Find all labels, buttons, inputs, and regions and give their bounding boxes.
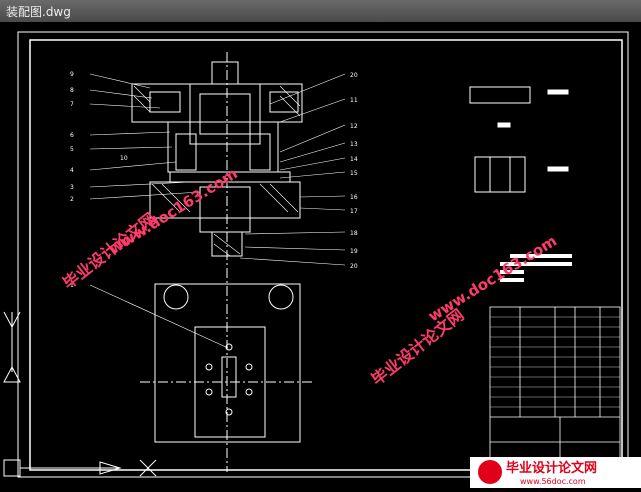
part-label: 11 bbox=[350, 97, 358, 104]
detail-views bbox=[469, 86, 569, 193]
part-labels-right: 20 11 12 13 14 15 16 17 18 19 20 bbox=[350, 72, 358, 270]
site-logo: 毕业设计论文网 www.56doc.com bbox=[470, 457, 641, 488]
window-titlebar: 装配图.dwg bbox=[0, 0, 641, 23]
part-label: 12 bbox=[350, 123, 358, 130]
part-label: 1 bbox=[70, 282, 74, 289]
ucs-icon bbox=[3, 311, 157, 477]
part-label: 15 bbox=[350, 170, 358, 177]
inner-frame bbox=[29, 39, 623, 471]
part-label: 3 bbox=[70, 184, 74, 191]
watermark-group-4: www.doc163.com bbox=[425, 232, 560, 326]
logo-url: www.56doc.com bbox=[520, 477, 586, 486]
logo-text: 毕业设计论文网 bbox=[506, 460, 597, 476]
tech-notes bbox=[500, 254, 572, 282]
cad-canvas[interactable]: 9 8 7 6 5 4 3 2 1 10 20 11 12 13 14 15 1… bbox=[0, 22, 641, 488]
watermark-cn: 毕业设计论文网 bbox=[368, 305, 468, 389]
watermark-group-2: www.doc163.com bbox=[106, 164, 241, 258]
leaders bbox=[89, 73, 346, 349]
watermark-url: www.doc163.com bbox=[106, 164, 241, 258]
part-label: 20 bbox=[350, 263, 358, 270]
title-block bbox=[489, 306, 621, 471]
part-label: 20 bbox=[350, 72, 358, 79]
part-label: 7 bbox=[70, 101, 74, 108]
watermark-group-3: 毕业设计论文网 bbox=[368, 305, 468, 389]
part-label: 8 bbox=[70, 87, 74, 94]
part-label: 17 bbox=[350, 208, 358, 215]
part-label: 6 bbox=[70, 132, 74, 139]
logo-ball-icon bbox=[478, 460, 502, 484]
part-label: 2 bbox=[70, 196, 74, 203]
watermark-url: www.doc163.com bbox=[425, 232, 560, 326]
part-label: 5 bbox=[70, 146, 74, 153]
part-label: 10 bbox=[120, 155, 128, 162]
plan-view bbox=[140, 283, 315, 443]
hatch bbox=[133, 85, 301, 257]
title-block-rows bbox=[490, 316, 620, 408]
part-labels-left: 9 8 7 6 5 4 3 2 1 10 bbox=[70, 71, 128, 289]
outer-frame bbox=[17, 31, 629, 478]
part-label: 9 bbox=[70, 71, 74, 78]
part-label: 14 bbox=[350, 156, 358, 163]
drawing-svg: 9 8 7 6 5 4 3 2 1 10 20 11 12 13 14 15 1… bbox=[3, 31, 641, 488]
assembly-view bbox=[131, 52, 303, 472]
part-label: 19 bbox=[350, 248, 358, 255]
window-title: 装配图.dwg bbox=[6, 5, 71, 19]
part-label: 16 bbox=[350, 194, 358, 201]
part-label: 18 bbox=[350, 230, 358, 237]
part-label: 13 bbox=[350, 141, 358, 148]
part-label: 4 bbox=[70, 167, 74, 174]
